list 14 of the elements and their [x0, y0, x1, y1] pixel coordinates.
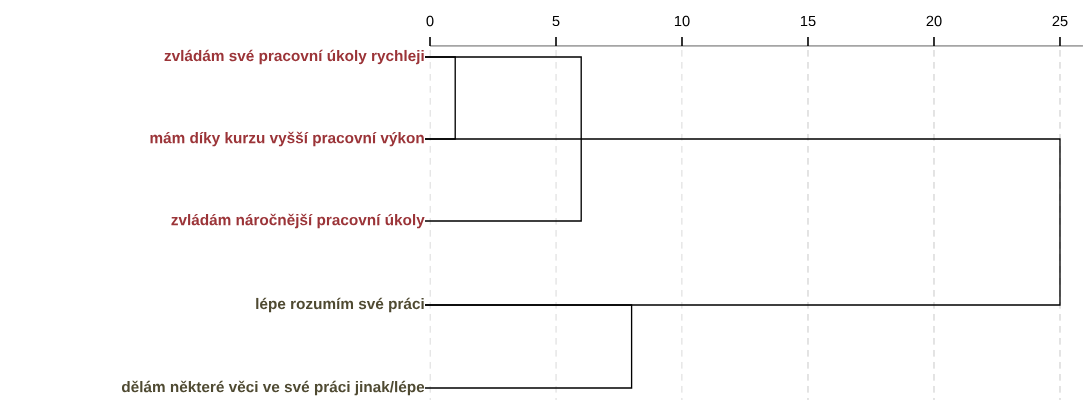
leaf-label: dělám některé věci ve své práci jinak/lépe [121, 380, 425, 396]
tick-label: 25 [1052, 15, 1068, 27]
leaf-label: zvládám své pracovní úkoly rychleji [164, 49, 424, 65]
tick-label: 20 [926, 15, 942, 27]
dendrogram-link [424, 304, 633, 389]
dendrogram-link [424, 138, 1061, 306]
tick-label: 10 [674, 15, 690, 27]
dendrogram-link [424, 56, 582, 222]
tick-label: 5 [552, 15, 560, 27]
leaf-label: mám díky kurzu vyšší pracovní výkon [150, 131, 424, 147]
tick-label: 15 [800, 15, 816, 27]
leaf-label: lépe rozumím své práci [256, 297, 424, 313]
tick-label: 0 [426, 15, 434, 27]
leaf-label: zvládám náročnější pracovní úkoly [171, 213, 425, 229]
